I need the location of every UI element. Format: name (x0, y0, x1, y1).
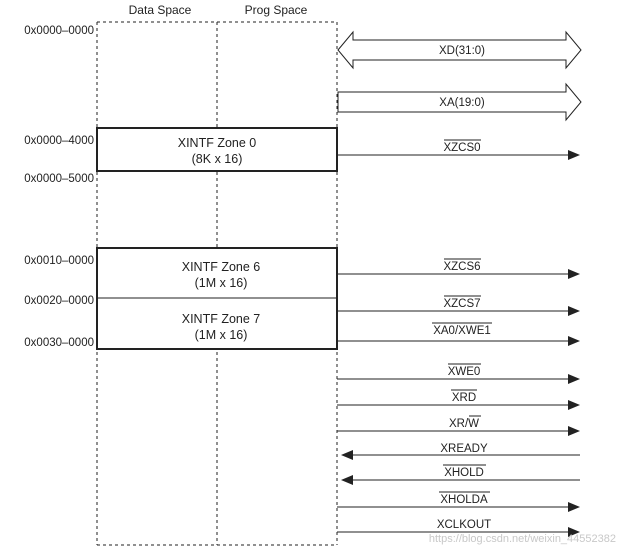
prog-space-header: Prog Space (245, 3, 308, 17)
address-label-0x0000-0000: 0x0000–0000 (24, 25, 94, 37)
zone6-size: (1M x 16) (195, 276, 248, 290)
address-label-0x0010-0000: 0x0010–0000 (24, 255, 94, 267)
zone0-size: (8K x 16) (192, 152, 243, 166)
xready-label: XREADY (440, 443, 488, 455)
xrw-signal (337, 426, 580, 436)
xclkout-signal (337, 527, 580, 537)
zone7-size: (1M x 16) (195, 328, 248, 342)
xzcs0-label: XZCS0 (443, 142, 480, 154)
address-space-outline (96, 21, 338, 546)
xzcs7-signal (337, 306, 580, 316)
zone0-block: XINTF Zone 0 (8K x 16) (96, 127, 338, 172)
watermark: https://blog.csdn.net/weixin_44552382 (429, 533, 616, 545)
zone0-name: XINTF Zone 0 (178, 136, 257, 150)
address-label-0x0000-4000: 0x0000–4000 (24, 135, 94, 147)
xd-bus-arrow: XD(31:0) (337, 30, 582, 70)
xzcs0-signal (337, 150, 580, 160)
xrw-label: XR/W (449, 418, 479, 430)
zone6-7-block: XINTF Zone 6 (1M x 16) XINTF Zone 7 (1M … (96, 247, 338, 350)
w-part: W (468, 418, 479, 430)
xhold-label: XHOLD (444, 467, 484, 479)
xready-signal (341, 450, 580, 460)
xa0-xwe1-signal (337, 336, 580, 346)
xrd-label: XRD (452, 392, 476, 404)
xa0-xwe1-label: XA0/XWE1 (433, 325, 491, 337)
address-label-0x0000-5000: 0x0000–5000 (24, 173, 94, 185)
xzcs7-label: XZCS7 (443, 298, 480, 310)
xa0-xwe1-separator: / (455, 325, 459, 337)
xzcs6-signal (337, 269, 580, 279)
address-label-0x0020-0000: 0x0020–0000 (24, 295, 94, 307)
xa-bus-arrow: XA(19:0) (337, 82, 582, 122)
xholda-label: XHOLDA (440, 494, 488, 506)
xa-bus-label: XA(19:0) (439, 97, 485, 109)
xa0-part: XA0 (433, 325, 455, 337)
address-label-0x0030-0000: 0x0030–0000 (24, 337, 94, 349)
data-space-header: Data Space (129, 3, 192, 17)
xwe0-signal (337, 374, 580, 384)
zone6-name: XINTF Zone 6 (182, 260, 261, 274)
xhold-signal (341, 475, 580, 485)
xzcs6-label: XZCS6 (443, 261, 480, 273)
xr-part: XR/ (449, 418, 469, 430)
xholda-signal (337, 502, 580, 512)
xwe1-part: XWE1 (458, 325, 491, 337)
xwe0-label: XWE0 (448, 366, 481, 378)
zone7-name: XINTF Zone 7 (182, 312, 261, 326)
xrd-signal (337, 400, 580, 410)
xd-bus-label: XD(31:0) (439, 45, 485, 57)
xclkout-label: XCLKOUT (437, 519, 491, 531)
